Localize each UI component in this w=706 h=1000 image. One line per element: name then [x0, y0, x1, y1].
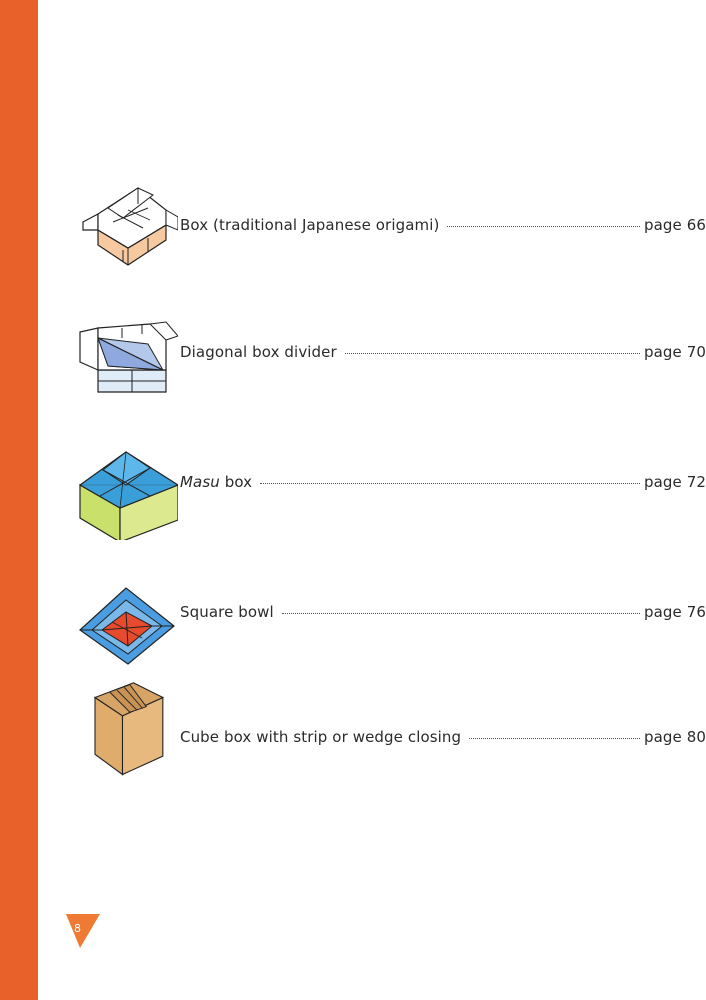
masu-box-icon: [78, 451, 178, 540]
toc-entry-diagonal-box-divider[interactable]: Diagonal box divider page 70: [78, 300, 706, 410]
toc-title: Cube box with strip or wedge closing: [180, 728, 462, 746]
dot-leader: [281, 613, 640, 614]
toc-page-ref: page 80: [643, 728, 706, 746]
toc-line: Cube box with strip or wedge closing pag…: [180, 728, 706, 746]
toc-page-ref: page 66: [643, 216, 706, 234]
toc-entry-cube-box[interactable]: Cube box with strip or wedge closing pag…: [78, 670, 706, 780]
toc-page-ref: page 76: [643, 603, 706, 621]
traditional-box-icon: [82, 187, 178, 266]
toc-title: Box (traditional Japanese origami): [180, 216, 440, 234]
orange-sidebar-stripe: [0, 0, 38, 1000]
toc-title: Square bowl: [180, 603, 274, 621]
toc-title-rest: box: [219, 473, 253, 491]
dot-leader: [447, 226, 640, 227]
toc-entry-masu-box[interactable]: Masu box page 72: [78, 430, 706, 540]
dot-leader: [344, 353, 640, 354]
toc-line: Diagonal box divider page 70: [180, 343, 706, 361]
diagonal-divider-box-icon: [79, 321, 178, 393]
toc-line: Square bowl page 76: [180, 603, 706, 621]
dot-leader: [260, 483, 640, 484]
toc-page-ref: page 70: [643, 343, 706, 361]
toc-entry-box-traditional[interactable]: Box (traditional Japanese origami) page …: [78, 170, 706, 280]
page-number: 8: [74, 922, 81, 935]
cube-box-icon: [93, 682, 165, 776]
square-bowl-icon: [79, 587, 175, 665]
page-number-triangle-icon: [66, 914, 100, 948]
toc-entry-square-bowl[interactable]: Square bowl page 76: [78, 560, 706, 670]
toc-title: Diagonal box divider: [180, 343, 337, 361]
toc-line: Box (traditional Japanese origami) page …: [180, 216, 706, 234]
toc-title-italic: Masu: [180, 473, 220, 491]
toc-page-ref: page 72: [643, 473, 706, 491]
toc-title: Masu box: [180, 473, 252, 491]
toc-line: Masu box page 72: [180, 473, 706, 491]
dot-leader: [469, 738, 640, 739]
